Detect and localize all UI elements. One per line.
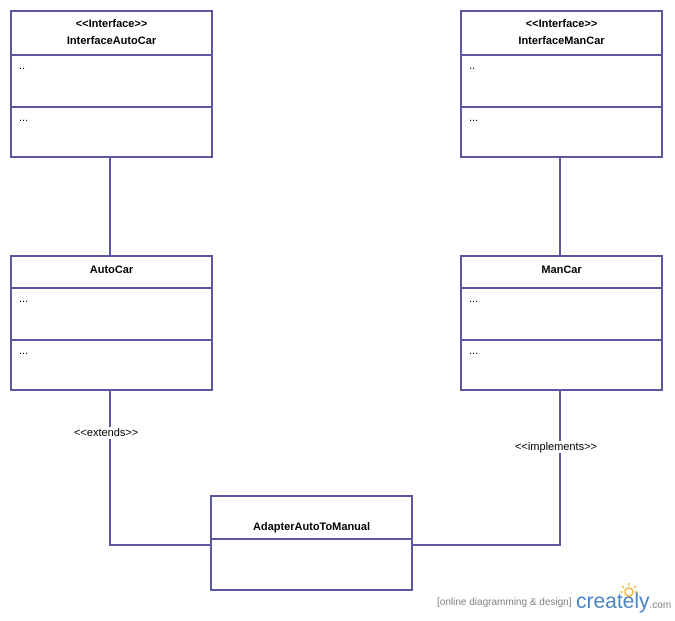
operations-section: ...	[12, 339, 211, 389]
class-man-car[interactable]: ManCar ... ...	[460, 255, 663, 391]
footer-tagline-wrap: [online diagramming & design]	[437, 596, 572, 614]
class-interface-man-car[interactable]: <<Interface>> InterfaceManCar .. ...	[460, 10, 663, 158]
class-auto-car[interactable]: AutoCar ... ...	[10, 255, 213, 391]
operations-section: ...	[462, 339, 661, 389]
extends-connector[interactable]	[109, 390, 211, 546]
implements-label: <<implements>>	[514, 441, 598, 453]
operations-section: ...	[462, 106, 661, 156]
sun-icon	[620, 583, 638, 597]
body-section	[212, 538, 411, 589]
extends-label: <<extends>>	[73, 427, 140, 439]
class-name: InterfaceManCar	[518, 35, 605, 47]
attributes-section: ..	[462, 54, 661, 106]
operations-section: ...	[12, 106, 211, 156]
attributes-section: ...	[12, 287, 211, 339]
class-name: ManCar	[541, 264, 582, 276]
class-name: AutoCar	[89, 264, 134, 276]
brand-domain: .com	[649, 600, 672, 611]
class-interface-auto-car[interactable]: <<Interface>> InterfaceAutoCar .. ...	[10, 10, 213, 158]
implements-connector[interactable]	[412, 390, 561, 546]
class-name: AdapterAutoToManual	[252, 521, 371, 533]
attributes-section: ..	[12, 54, 211, 106]
attributes-section: ...	[462, 287, 661, 339]
footer-tagline: [online diagramming & design]	[437, 597, 572, 608]
class-name: InterfaceAutoCar	[66, 35, 157, 47]
stereotype-label: <<Interface>>	[525, 18, 598, 30]
stereotype-label: <<Interface>>	[75, 18, 148, 30]
class-adapter-auto-to-manual[interactable]: AdapterAutoToManual	[210, 495, 413, 591]
